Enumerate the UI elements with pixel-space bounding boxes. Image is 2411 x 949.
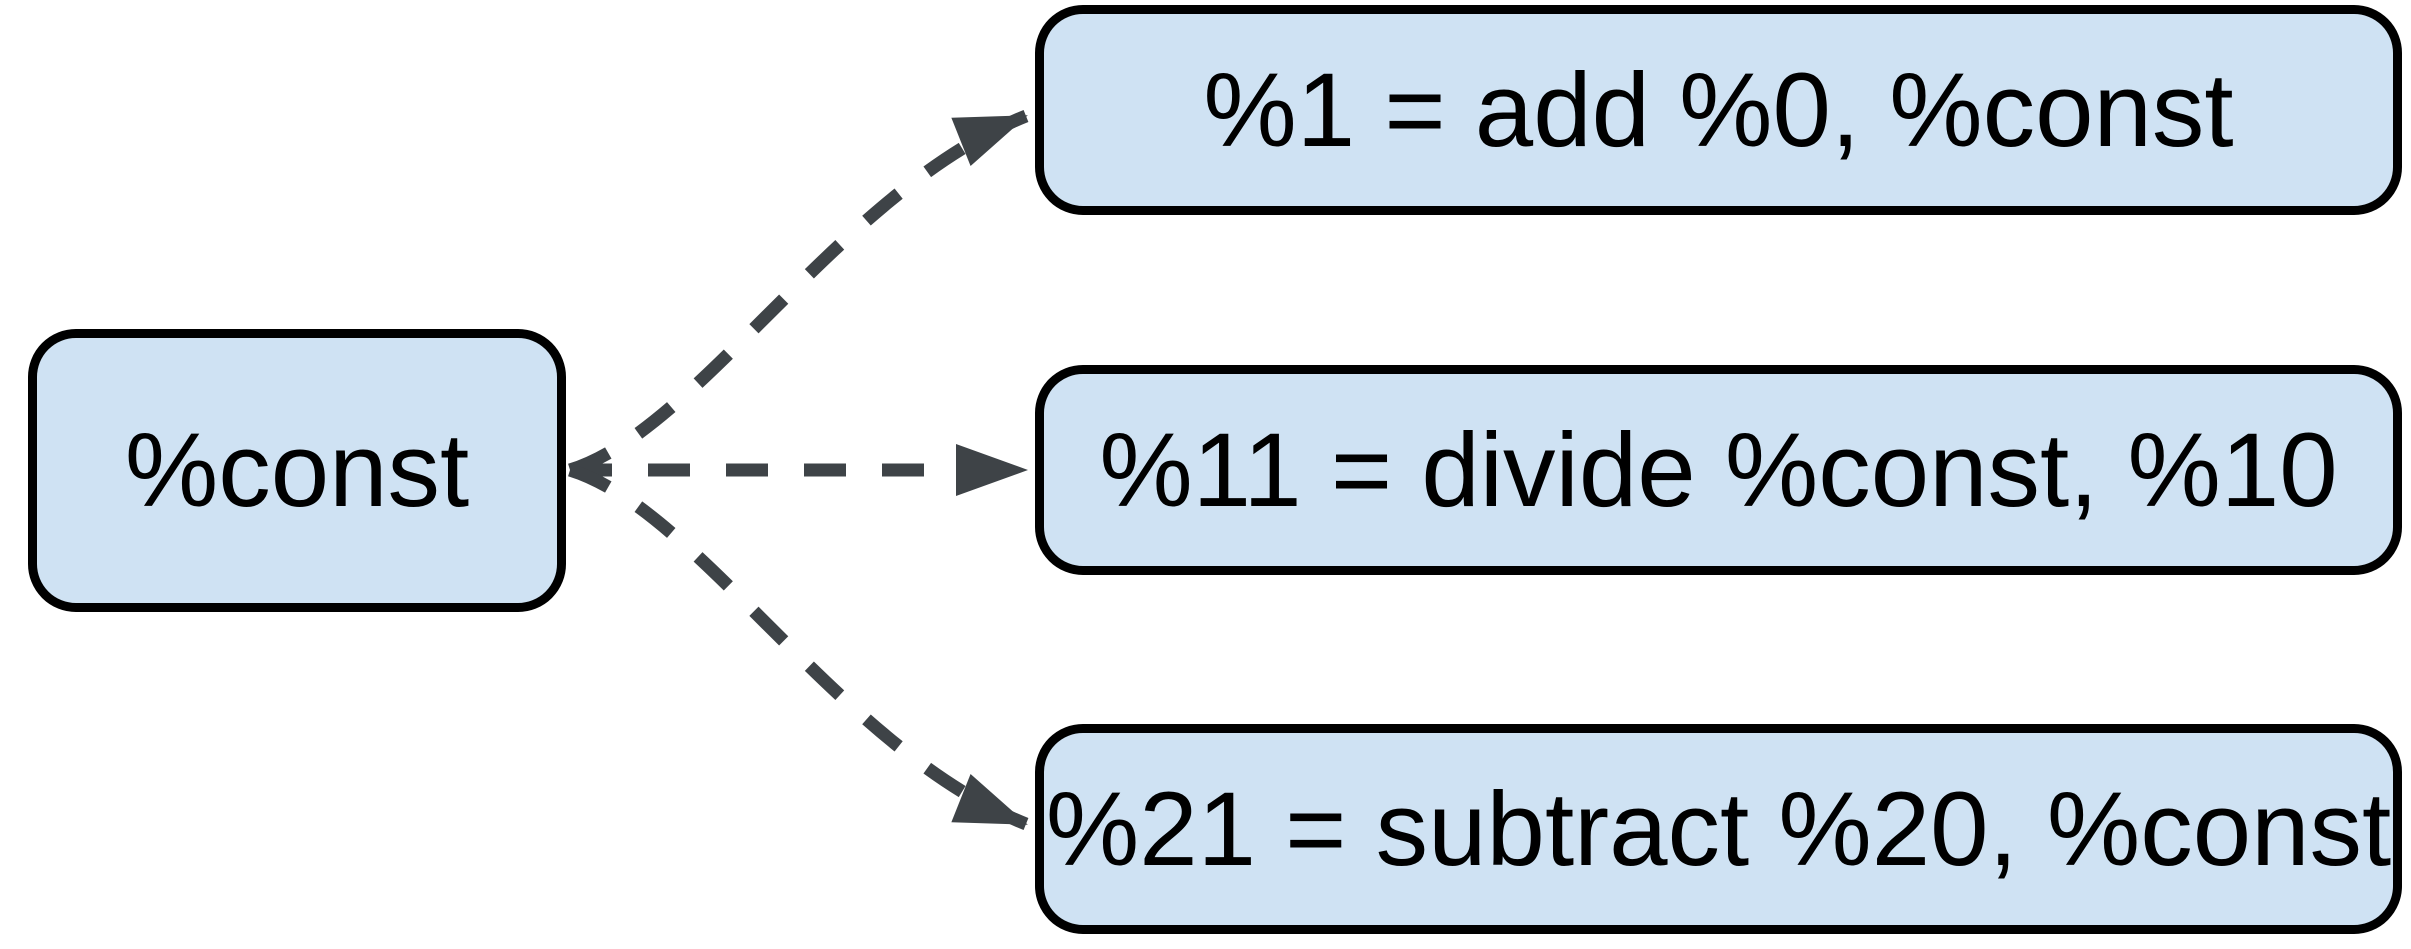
- node-add-instruction: %1 = add %0, %const: [1035, 5, 2402, 215]
- node-subtract-label: %21 = subtract %20, %const: [1045, 770, 2392, 888]
- edge-const-to-subtract: [568, 463, 1029, 831]
- node-const: %const: [28, 329, 566, 612]
- node-divide-label: %11 = divide %const, %10: [1099, 411, 2338, 529]
- node-divide-instruction: %11 = divide %const, %10: [1035, 365, 2402, 575]
- node-subtract-instruction: %21 = subtract %20, %const: [1035, 724, 2402, 934]
- node-add-label: %1 = add %0, %const: [1203, 51, 2234, 169]
- edge-const-to-add: [568, 109, 1029, 477]
- node-const-label: %const: [124, 412, 470, 529]
